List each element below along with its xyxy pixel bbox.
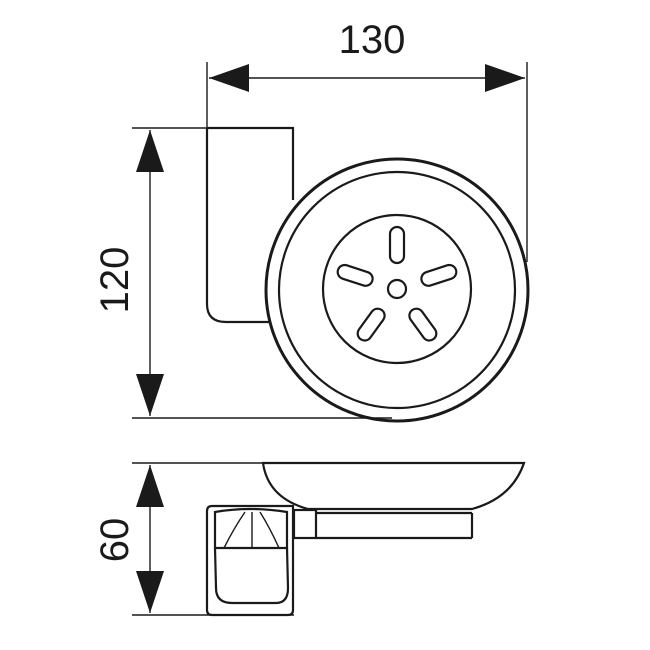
side-view: 60: [93, 461, 526, 617]
wall-bracket-side: [205, 504, 295, 617]
wall-bracket: [205, 126, 295, 324]
drain-slot-icon: [420, 263, 458, 287]
dish-profile: [261, 461, 526, 511]
width-dimension: 130: [206, 18, 528, 262]
height-arrow-top: [136, 130, 164, 172]
height-arrow-bottom: [136, 374, 164, 416]
dish-outer-rim: [264, 157, 530, 423]
holder-arm: [292, 508, 474, 540]
center-hole-icon: [386, 278, 408, 300]
depth-label: 60: [93, 518, 137, 563]
height-label: 120: [93, 247, 137, 314]
dish-inner-rim: [277, 170, 517, 410]
drain-slot-icon: [336, 263, 374, 287]
drain-plate: [321, 213, 473, 365]
drain-slot-icon: [356, 307, 386, 342]
soap-dish-top: [264, 157, 530, 423]
width-arrow-right: [485, 64, 525, 92]
drain-slot-icon: [388, 225, 406, 265]
depth-arrow-top: [136, 465, 164, 507]
depth-arrow-bottom: [136, 571, 164, 613]
width-label: 130: [339, 18, 406, 62]
top-view: 130 120: [93, 18, 530, 423]
height-dimension: 120: [93, 127, 392, 419]
drain-slots: [336, 225, 458, 342]
width-arrow-left: [209, 64, 249, 92]
drain-slot-icon: [408, 307, 438, 342]
